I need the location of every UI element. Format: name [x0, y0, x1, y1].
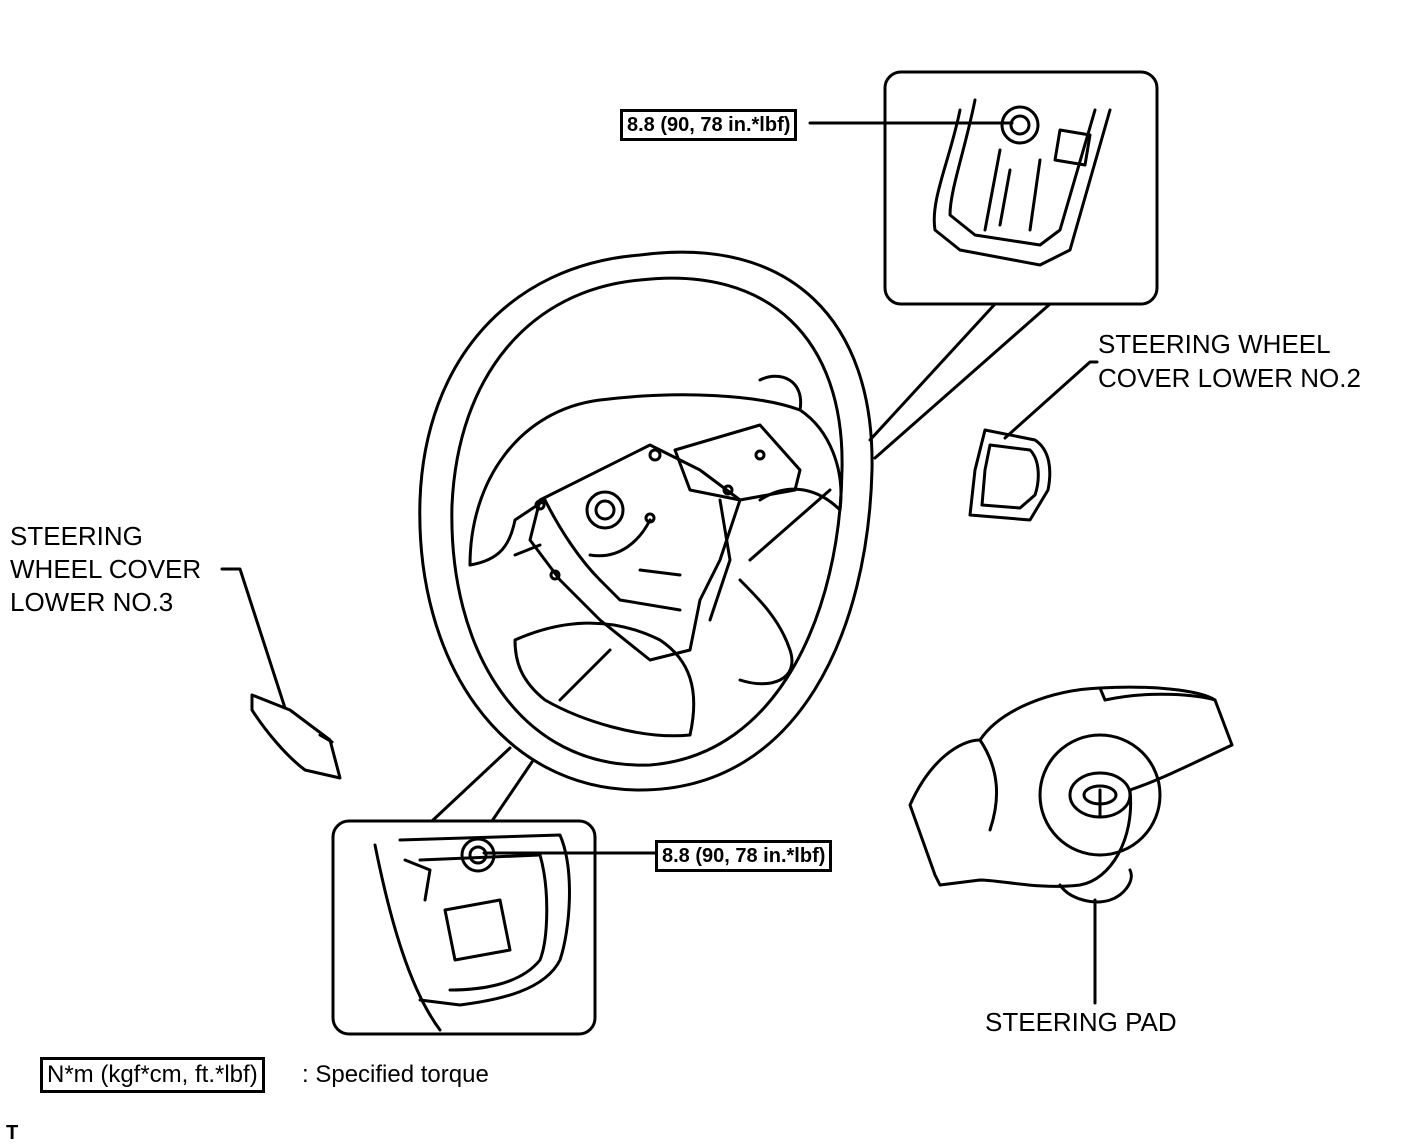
lower-inset-frame	[331, 819, 597, 1036]
steering-wheel-rim	[418, 250, 874, 792]
cover-no3-label-line2: WHEEL COVER	[10, 554, 202, 584]
cover-lower-no2-part	[968, 428, 1052, 522]
torque-callout-upper: 8.8 (90, 78 in.*lbf)	[620, 109, 798, 141]
steering-pad-label: STEERING PAD	[985, 1007, 1177, 1037]
cover-no3-label-line3: LOWER NO.3	[10, 587, 174, 617]
upper-inset-frame	[883, 70, 1159, 306]
torque-callout-lower: 8.8 (90, 78 in.*lbf)	[655, 840, 833, 872]
corner-mark: T	[6, 1122, 19, 1144]
cover-lower-no3-part	[250, 693, 342, 780]
toyota-emblem-icon	[1068, 771, 1132, 819]
legend-description: : Specified torque	[302, 1061, 489, 1088]
cover-no2-label-line2: COVER LOWER NO.2	[1098, 363, 1361, 393]
legend-torque-unit-box: N*m (kgf*cm, ft.*lbf)	[40, 1057, 265, 1093]
cover-no2-label-line1: STEERING WHEEL	[1098, 329, 1331, 359]
cover-no3-label-line1: STEERING	[10, 521, 143, 551]
